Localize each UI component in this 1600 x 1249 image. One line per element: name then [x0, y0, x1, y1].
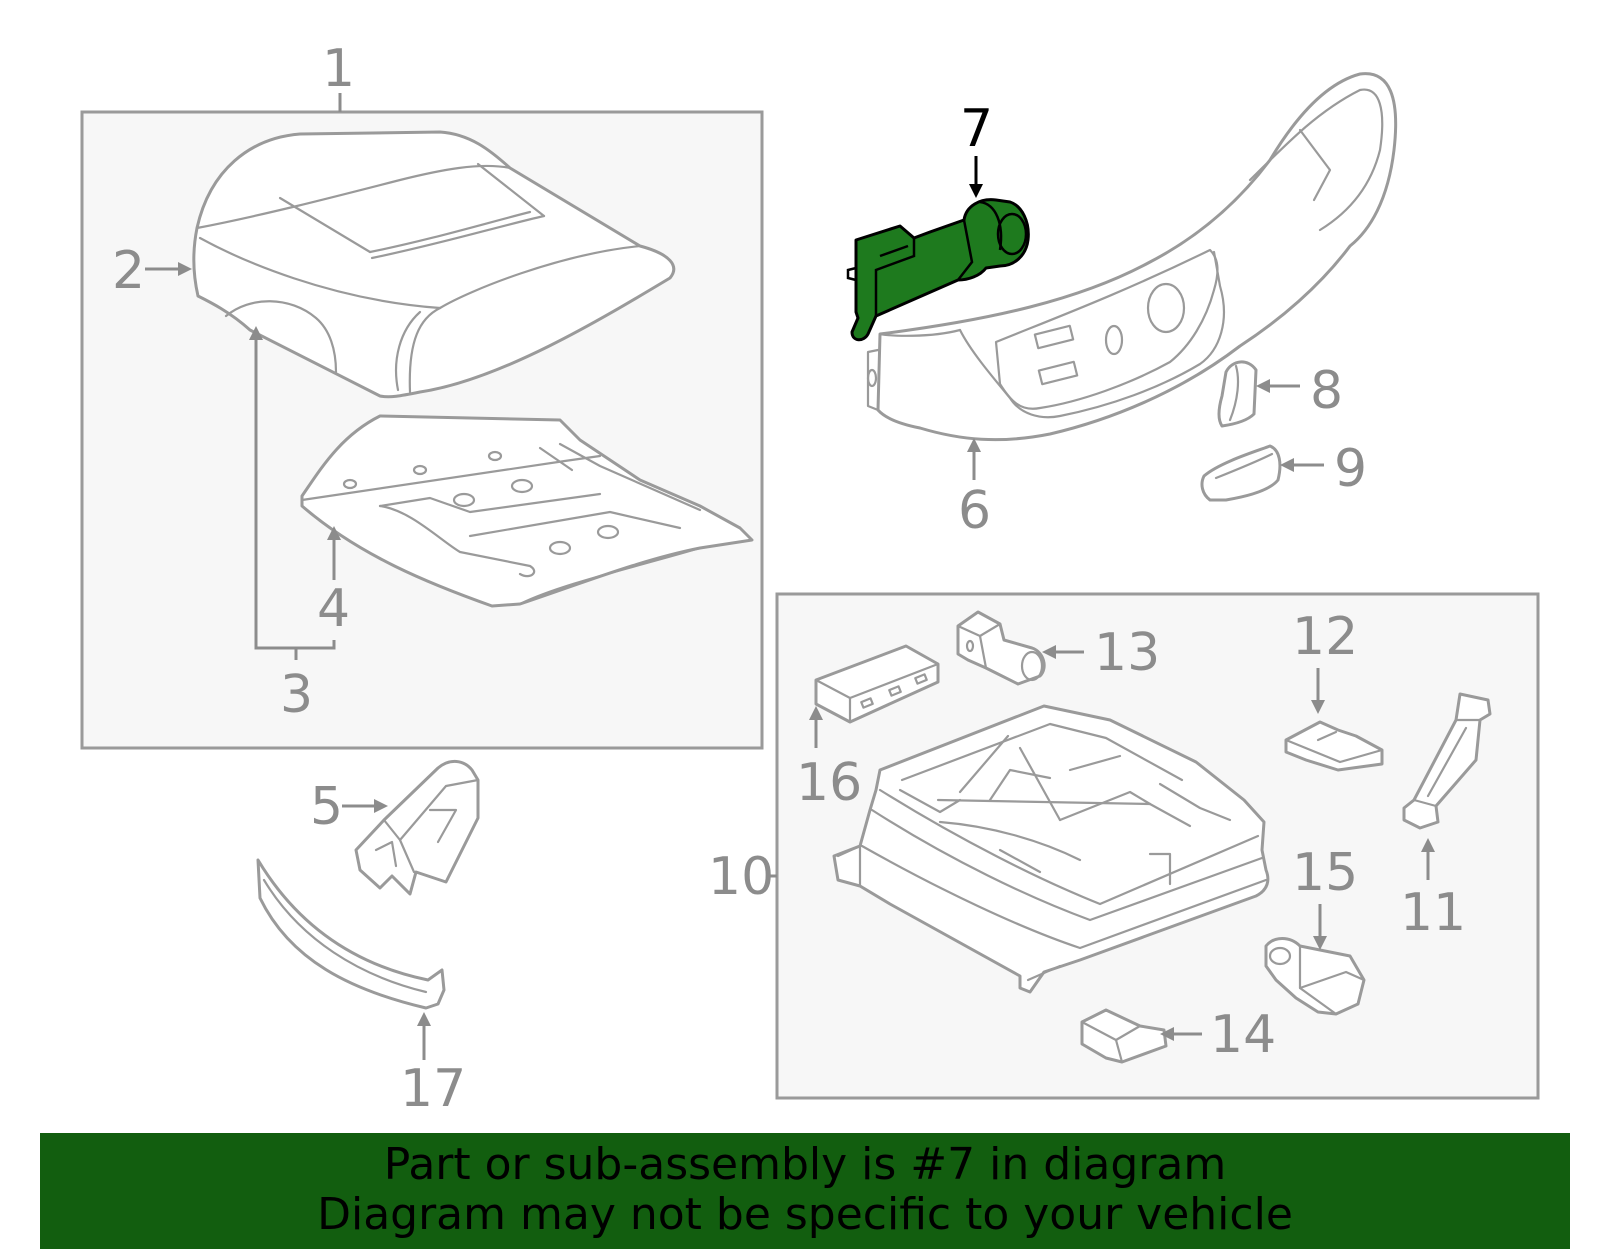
seat-track-frame-drawing [832, 704, 1270, 994]
cushion-pan-drawing [300, 414, 754, 608]
callout-17: 17 [400, 1059, 466, 1119]
callout-2: 2 [112, 241, 145, 301]
callout-13: 13 [1094, 623, 1160, 683]
side-shield-drawing [866, 72, 1398, 442]
callout-6: 6 [958, 481, 991, 541]
callout-16: 16 [796, 753, 862, 813]
callout-1: 1 [322, 39, 355, 99]
bracket-12-drawing [1284, 720, 1384, 772]
motor-13-drawing [956, 610, 1046, 686]
banner-line-2: Diagram may not be specific to your vehi… [317, 1189, 1293, 1240]
callout-3: 3 [280, 665, 313, 725]
trim-strip-drawing [256, 858, 446, 1010]
rail-cover-11-drawing [1402, 692, 1492, 830]
callout-10: 10 [708, 847, 774, 907]
callout-11: 11 [1400, 883, 1466, 943]
actuator-15-drawing [1264, 937, 1366, 1016]
side-bracket-drawing [354, 760, 480, 896]
callout-9: 9 [1334, 439, 1367, 499]
connector-14-drawing [1080, 1008, 1168, 1064]
control-module-drawing [814, 644, 940, 724]
callout-5: 5 [310, 777, 343, 837]
callout-8: 8 [1310, 361, 1343, 421]
knob-drawing [1217, 360, 1258, 428]
callout-15: 15 [1292, 843, 1358, 903]
banner-line-1: Part or sub-assembly is #7 in diagram [383, 1139, 1227, 1190]
callout-7: 7 [960, 99, 993, 159]
cushion-cover-drawing [192, 130, 676, 399]
info-banner: Part or sub-assembly is #7 in diagram Di… [40, 1133, 1570, 1249]
callout-12: 12 [1292, 607, 1358, 667]
switch-knob-drawing [1200, 444, 1282, 502]
callout-4: 4 [317, 579, 350, 639]
part-7-highlighted-drawing [846, 198, 1030, 342]
callout-14: 14 [1210, 1005, 1276, 1065]
